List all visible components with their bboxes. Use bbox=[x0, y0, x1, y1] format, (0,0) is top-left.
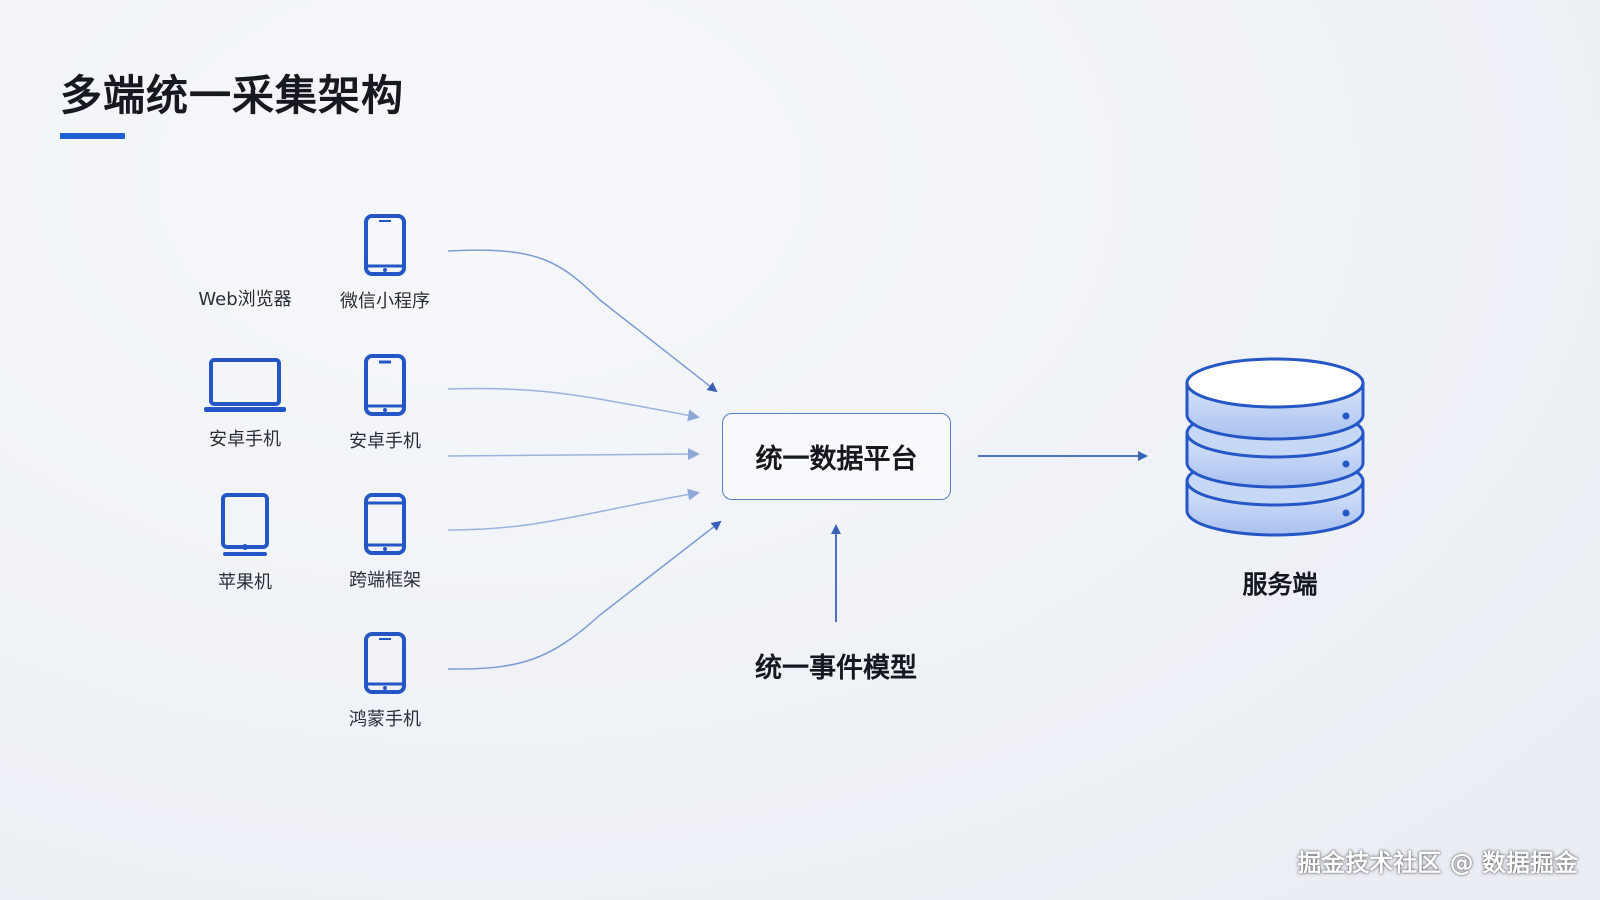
device-cross-platform: 跨端框架 bbox=[315, 492, 455, 592]
platform-label: 统一数据平台 bbox=[755, 444, 918, 475]
device-label: 安卓手机 bbox=[349, 431, 421, 452]
device-label: 微信小程序 bbox=[340, 291, 430, 312]
title-underline bbox=[60, 133, 125, 139]
page-title: 多端统一采集架构 bbox=[60, 71, 405, 120]
device-label: Web浏览器 bbox=[198, 289, 292, 310]
arrow-harmony-to-platform bbox=[447, 520, 722, 670]
unified-data-platform: 统一数据平台 bbox=[722, 413, 951, 500]
device-harmony-phone: 鸿蒙手机 bbox=[315, 631, 455, 731]
device-label: 跨端框架 bbox=[349, 570, 421, 591]
arrow-wechat-to-platform bbox=[447, 249, 718, 393]
server-label: 服务端 bbox=[1242, 570, 1318, 599]
phone-icon bbox=[364, 493, 406, 555]
unified-event-model: 统一事件模型 bbox=[755, 653, 917, 684]
device-label: 安卓手机 bbox=[209, 429, 281, 450]
laptop-icon bbox=[204, 358, 286, 412]
device-label: 鸿蒙手机 bbox=[349, 709, 421, 730]
phone-icon bbox=[364, 214, 406, 276]
device-android-phone-right: 安卓手机 bbox=[315, 353, 455, 453]
device-web-browser: Web浏览器 bbox=[175, 275, 315, 311]
arrow-android-to-platform bbox=[447, 387, 700, 422]
arrow-middle-to-platform bbox=[447, 448, 700, 461]
device-android-phone-left: 安卓手机 bbox=[175, 357, 315, 451]
device-wechat-miniprogram: 微信小程序 bbox=[315, 213, 455, 313]
device-label: 苹果机 bbox=[218, 572, 272, 593]
phone-icon bbox=[364, 354, 406, 416]
watermark: 掘金技术社区 @ 数据掘金 bbox=[1297, 849, 1578, 877]
tablet-icon bbox=[221, 493, 269, 556]
phone-icon bbox=[364, 632, 406, 694]
database-icon bbox=[1185, 357, 1365, 537]
arrow-crossplatform-to-platform bbox=[447, 488, 700, 531]
device-apple: 苹果机 bbox=[175, 492, 315, 594]
